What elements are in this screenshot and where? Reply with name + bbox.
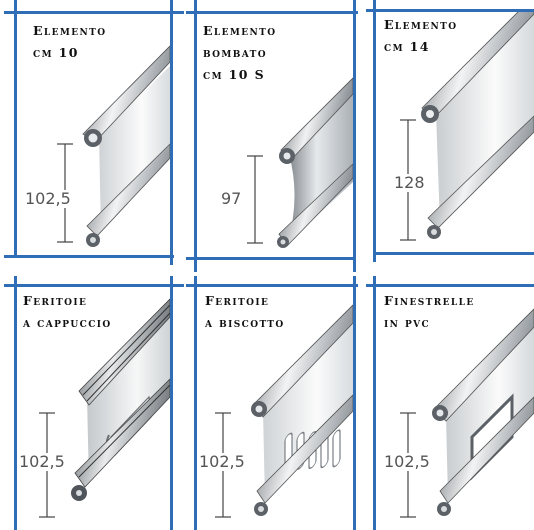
slat-profile-illustration (400, 308, 534, 518)
frame-line (194, 276, 197, 530)
frame-line (373, 276, 376, 530)
panel-elemento-bombato-cm10s: Elemento bombato cm 10 S 97 (197, 14, 353, 257)
title-line: Finestrelle (384, 293, 475, 308)
dimension-label: 102,5 (384, 452, 430, 471)
dimension-label: 97 (221, 189, 242, 208)
panel-feritoie-a-cappuccio: Feritoie a cappuccio 102,5 (17, 287, 170, 530)
panel-feritoie-a-biscotto: Feritoie a biscotto 102,5 (197, 287, 353, 530)
panel-elemento-cm14: Elemento cm 14 128 (376, 12, 534, 252)
frame-line (194, 0, 197, 272)
title-line: cm 10 (33, 45, 79, 60)
frame-line (353, 276, 356, 530)
frame-line (373, 0, 376, 262)
frame-line (14, 276, 17, 530)
frame-line (4, 284, 184, 287)
slat-profile-illustration (215, 304, 353, 518)
title-line: bombato (203, 45, 268, 60)
title-line: Feritoie (205, 293, 270, 308)
dimension-label: 102,5 (199, 452, 245, 471)
frame-line (366, 9, 534, 12)
panel-title: Feritoie a cappuccio (23, 290, 112, 334)
slat-profile-illustration (247, 77, 353, 248)
panel-title: Elemento cm 14 (384, 14, 458, 58)
slat-profile-illustration (57, 45, 170, 247)
panel-title: Elemento bombato cm 10 S (203, 20, 277, 86)
frame-line (373, 252, 534, 255)
panel-finestrelle-in-pvc: Finestrelle in pvc 102,5 (376, 287, 534, 530)
dimension-label: 102,5 (19, 452, 65, 471)
frame-line (170, 0, 173, 265)
title-line: cm 14 (384, 39, 430, 54)
frame-line (4, 11, 184, 14)
frame-line (186, 284, 358, 287)
frame-line (366, 284, 534, 287)
frame-line (170, 276, 173, 530)
dimension-label: 102,5 (25, 189, 71, 208)
frame-line (186, 11, 358, 14)
frame-line (14, 0, 17, 257)
frame-line (353, 0, 356, 272)
title-line: in pvc (384, 315, 431, 330)
slat-profile-illustration (400, 12, 534, 241)
panel-title: Feritoie a biscotto (205, 290, 285, 334)
title-line: Elemento (203, 23, 277, 38)
panel-elemento-cm10: Elemento cm 10 102,5 (17, 14, 170, 255)
panel-title: Finestrelle in pvc (384, 290, 475, 334)
title-line: Feritoie (23, 293, 88, 308)
title-line: Elemento (33, 23, 107, 38)
panel-title: Elemento cm 10 (33, 20, 107, 64)
title-line: a cappuccio (23, 315, 112, 330)
dimension-label: 128 (394, 173, 425, 192)
title-line: a biscotto (205, 315, 285, 330)
frame-line (4, 255, 174, 258)
slat-profile-illustration (39, 298, 170, 518)
frame-line (186, 257, 356, 260)
title-line: Elemento (384, 17, 458, 32)
title-line: cm 10 S (203, 67, 266, 82)
